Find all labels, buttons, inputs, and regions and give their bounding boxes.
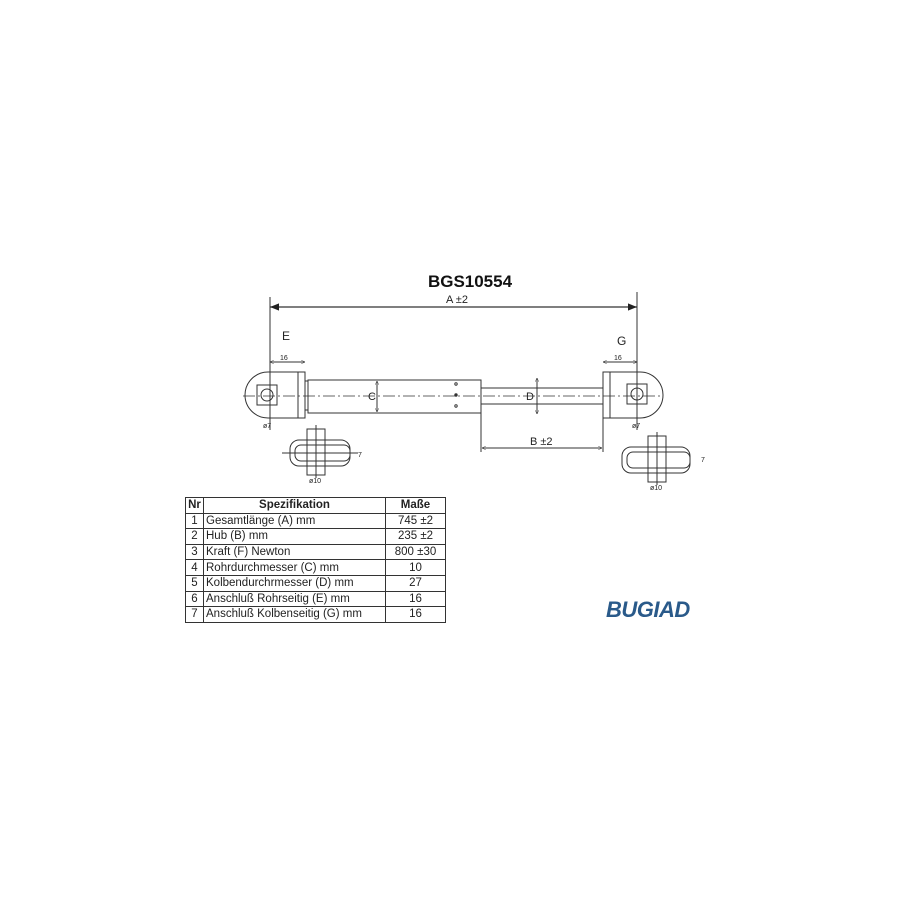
side-width-left: ø10 <box>309 478 321 485</box>
right-eye-connector <box>602 371 664 419</box>
side-height-right: 7 <box>701 457 705 464</box>
label-d: D <box>526 391 534 403</box>
cell-value: 16 <box>385 590 446 608</box>
cell-nr: 3 <box>185 543 204 561</box>
cell-nr: 5 <box>185 574 204 592</box>
left-eye-connector <box>244 371 309 419</box>
label-e: E <box>282 329 290 343</box>
right-eye-side-view <box>621 432 691 485</box>
cell-spec: Kolbendurchrmesser (D) mm <box>203 574 386 592</box>
header-nr: Nr <box>185 497 204 514</box>
cell-spec: Hub (B) mm <box>203 528 386 545</box>
part-number-title: BGS10554 <box>427 272 513 291</box>
eye-width-left: 16 <box>280 355 288 362</box>
cell-spec: Gesamtlänge (A) mm <box>203 512 386 530</box>
tube-dot <box>454 382 458 386</box>
dimension-a-label: A ±2 <box>446 294 468 306</box>
cell-spec: Anschluß Rohrseitig (E) mm <box>203 590 386 608</box>
cell-nr: 1 <box>185 512 204 530</box>
cell-value: 16 <box>385 606 446 623</box>
left-eye-side-view <box>282 425 358 478</box>
tube-dot <box>454 393 458 397</box>
cell-spec: Rohrdurchmesser (C) mm <box>203 559 386 576</box>
cell-value: 10 <box>385 559 446 576</box>
cell-value: 800 ±30 <box>385 543 446 561</box>
hole-diameter-right: ø7 <box>632 423 640 430</box>
cell-value: 235 ±2 <box>385 528 446 545</box>
cell-nr: 7 <box>185 606 204 623</box>
cell-nr: 2 <box>185 528 204 545</box>
bugiad-logo: BUGIAD <box>606 597 690 622</box>
side-height-left: 7 <box>358 452 362 459</box>
label-c: C <box>368 391 376 403</box>
header-spezifikation: Spezifikation <box>203 497 386 514</box>
cell-nr: 4 <box>185 559 204 576</box>
dimension-b-label: B ±2 <box>530 436 553 448</box>
table-header-row: Nr Spezifikation Maße <box>185 497 446 514</box>
hole-diameter-left: ø7 <box>263 423 271 430</box>
cell-spec: Anschluß Kolbenseitig (G) mm <box>203 606 386 623</box>
label-g: G <box>617 334 626 348</box>
tube-dot <box>454 404 458 408</box>
eye-width-right: 16 <box>614 355 622 362</box>
cell-value: 745 ±2 <box>385 512 446 530</box>
side-width-right: ø10 <box>650 485 662 492</box>
header-masse: Maße <box>385 497 446 514</box>
cell-spec: Kraft (F) Newton <box>203 543 386 561</box>
cell-nr: 6 <box>185 590 204 608</box>
cell-value: 27 <box>385 574 446 592</box>
